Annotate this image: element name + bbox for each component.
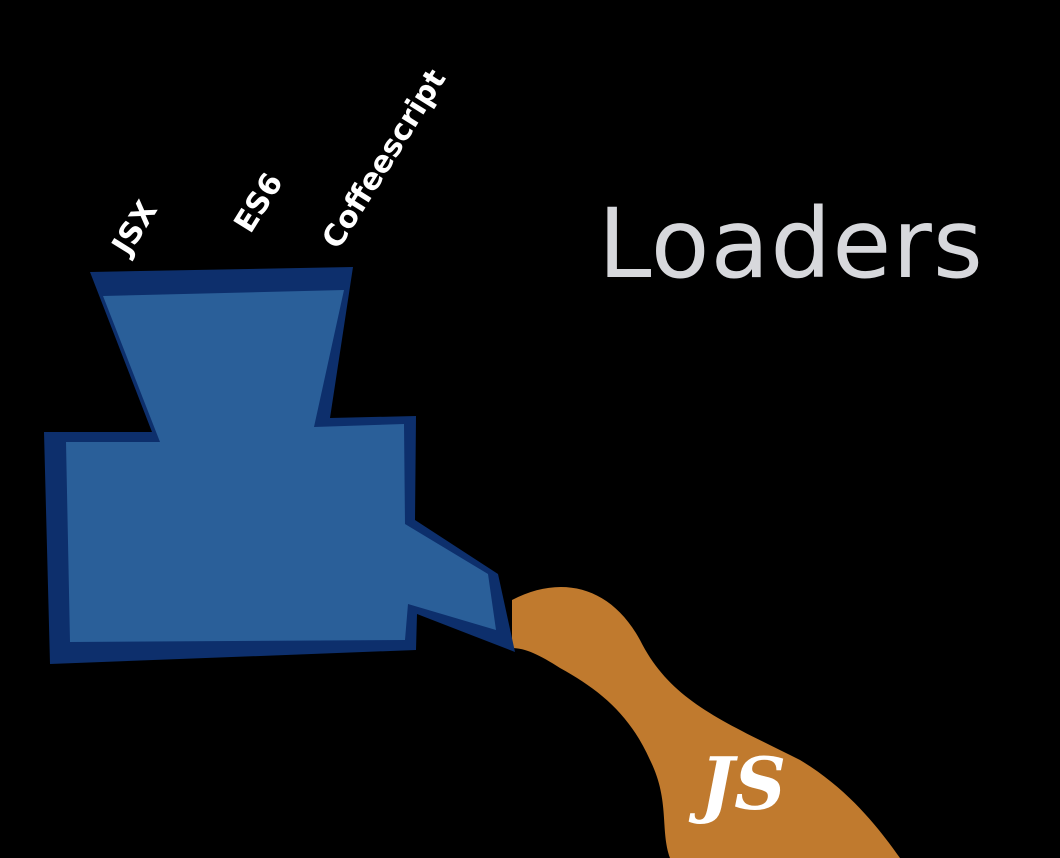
slide-title: Loaders <box>598 188 984 300</box>
output-label-js: JS <box>700 741 787 826</box>
output-stream-icon <box>512 587 900 858</box>
machine-body-fill <box>66 290 496 642</box>
